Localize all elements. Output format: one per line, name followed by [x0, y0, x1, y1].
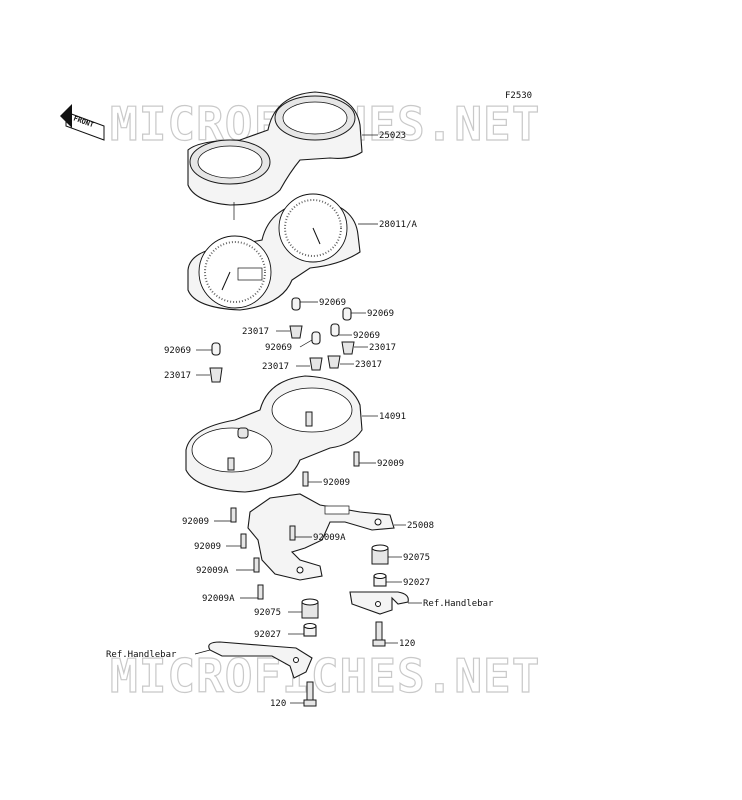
- watermark-bottom: MICROFICHES.NET: [110, 649, 540, 703]
- label-23017-d: 23017: [355, 360, 382, 370]
- meter-cover-top: [187, 91, 363, 220]
- screw-2: [302, 471, 309, 487]
- label-92069-b: 92069: [367, 309, 394, 319]
- label-92027-a: 92027: [403, 578, 430, 588]
- damper-2: [301, 598, 319, 619]
- label-92009-a: 92009: [377, 459, 404, 469]
- label-25023: 25023: [379, 131, 406, 141]
- label-14091: 14091: [379, 412, 406, 422]
- meter-case-lower: [185, 375, 363, 493]
- label-92009-c: 92009: [182, 517, 209, 527]
- label-92069-e: 92069: [164, 346, 191, 356]
- label-ref-handlebar-right: Ref.Handlebar: [423, 599, 494, 609]
- screw-a-1: [289, 525, 296, 541]
- label-25008: 25008: [407, 521, 434, 531]
- label-92009-d: 92009: [194, 542, 221, 552]
- label-92069-a: 92069: [319, 298, 346, 308]
- damper-1: [371, 544, 389, 565]
- socket-5: [209, 367, 223, 383]
- screw-a-2: [253, 557, 260, 573]
- label-92009-b: 92009: [323, 478, 350, 488]
- label-ref-handlebar-left: Ref.Handlebar: [106, 650, 177, 660]
- socket-1: [289, 325, 303, 339]
- label-120-b: 120: [270, 699, 286, 709]
- label-92027-b: 92027: [254, 630, 281, 640]
- label-92069-c: 92069: [353, 331, 380, 341]
- screw-1: [353, 451, 360, 467]
- collar-1: [373, 573, 387, 587]
- screw-4: [240, 533, 247, 549]
- socket-4: [327, 355, 341, 369]
- label-120-a: 120: [399, 639, 415, 649]
- bulb-socket-5: [211, 342, 221, 356]
- label-92009A-b: 92009A: [196, 566, 229, 576]
- bolt-1: [372, 621, 386, 647]
- bulb-socket-4: [311, 331, 321, 345]
- label-92069-d: 92069: [265, 343, 292, 353]
- bulb-socket-3: [330, 323, 340, 337]
- meter-assembly: [187, 193, 361, 311]
- screw-a-3: [257, 584, 264, 600]
- label-23017-b: 23017: [369, 343, 396, 353]
- collar-2: [303, 623, 317, 637]
- socket-2: [341, 341, 355, 355]
- label-92009A-a: 92009A: [313, 533, 346, 543]
- bulb-socket-2: [342, 307, 352, 321]
- screw-3: [230, 507, 237, 523]
- label-23017-e: 23017: [164, 371, 191, 381]
- label-23017-c: 23017: [262, 362, 289, 372]
- label-23017-a: 23017: [242, 327, 269, 337]
- meter-bracket: [247, 493, 395, 581]
- front-arrow-icon: FRONT: [60, 104, 105, 141]
- label-92075-a: 92075: [403, 553, 430, 563]
- label-28011A: 28011/A: [379, 220, 418, 230]
- handlebar-clamp-right: [349, 591, 409, 615]
- bulb-socket-1: [291, 297, 301, 311]
- socket-3: [309, 357, 323, 371]
- handlebar-clamp-left: [208, 641, 313, 679]
- label-92075-b: 92075: [254, 608, 281, 618]
- figure-code: F2530: [505, 91, 532, 101]
- label-92009A-c: 92009A: [202, 594, 235, 604]
